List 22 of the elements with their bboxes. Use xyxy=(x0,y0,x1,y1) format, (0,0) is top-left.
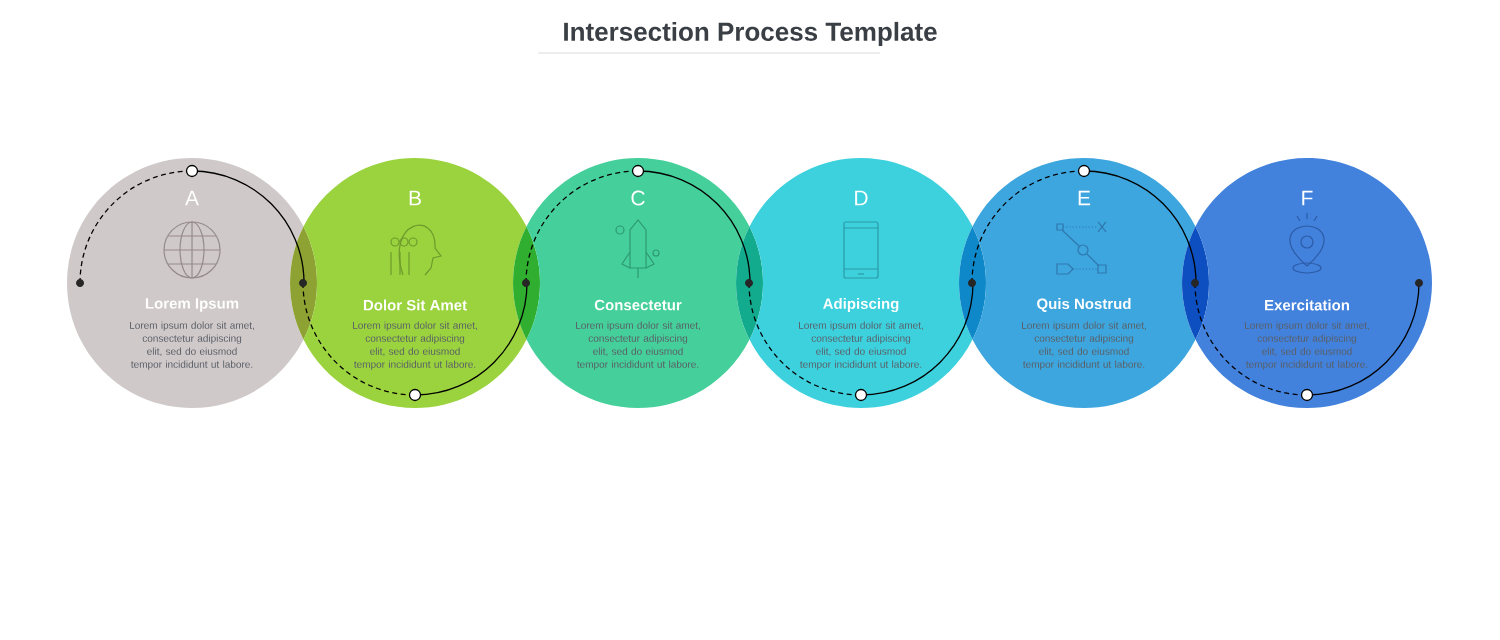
step-description: Lorem ipsum dolor sit amet, consectetur adipiscing elit, sed do eiusmod tempor incididunt ut labore. xyxy=(576,321,700,370)
step-heading: Consectetur xyxy=(594,299,682,311)
step-circle xyxy=(67,158,317,408)
step-circle xyxy=(526,158,763,408)
step-heading: Quis Nostrud xyxy=(1037,298,1131,312)
title: Intersection Process Template xyxy=(564,21,937,47)
step-letter: C xyxy=(631,190,645,206)
step-circle xyxy=(749,158,986,408)
step-description: Lorem ipsum dolor sit amet, consectetur adipiscing elit, sed do eiusmod tempor incididunt ut labore. xyxy=(130,321,254,370)
step-description: Lorem ipsum dolor sit amet, consectetur adipiscing elit, sed do eiusmod tempor incididunt ut labore. xyxy=(1245,321,1369,370)
step-circle xyxy=(303,158,540,408)
step-letter: D xyxy=(855,190,868,206)
step-letter: F xyxy=(1302,190,1313,206)
step-heading: Exercitation xyxy=(1265,299,1349,311)
step-letter: E xyxy=(1078,190,1091,206)
step-description: Lorem ipsum dolor sit amet, consectetur adipiscing elit, sed do eiusmod tempor incididunt ut labore. xyxy=(799,321,923,370)
step-heading: Dolor Sit Amet xyxy=(363,299,467,311)
step-heading: Adipiscing xyxy=(823,297,899,313)
step-description: Lorem ipsum dolor sit amet, consectetur adipiscing elit, sed do eiusmod tempor incididunt ut labore. xyxy=(1022,321,1146,370)
step-description: Lorem ipsum dolor sit amet, consectetur adipiscing elit, sed do eiusmod tempor incididunt ut labore. xyxy=(353,321,477,370)
step-letter: B xyxy=(409,190,421,206)
step-circle xyxy=(972,158,1209,408)
